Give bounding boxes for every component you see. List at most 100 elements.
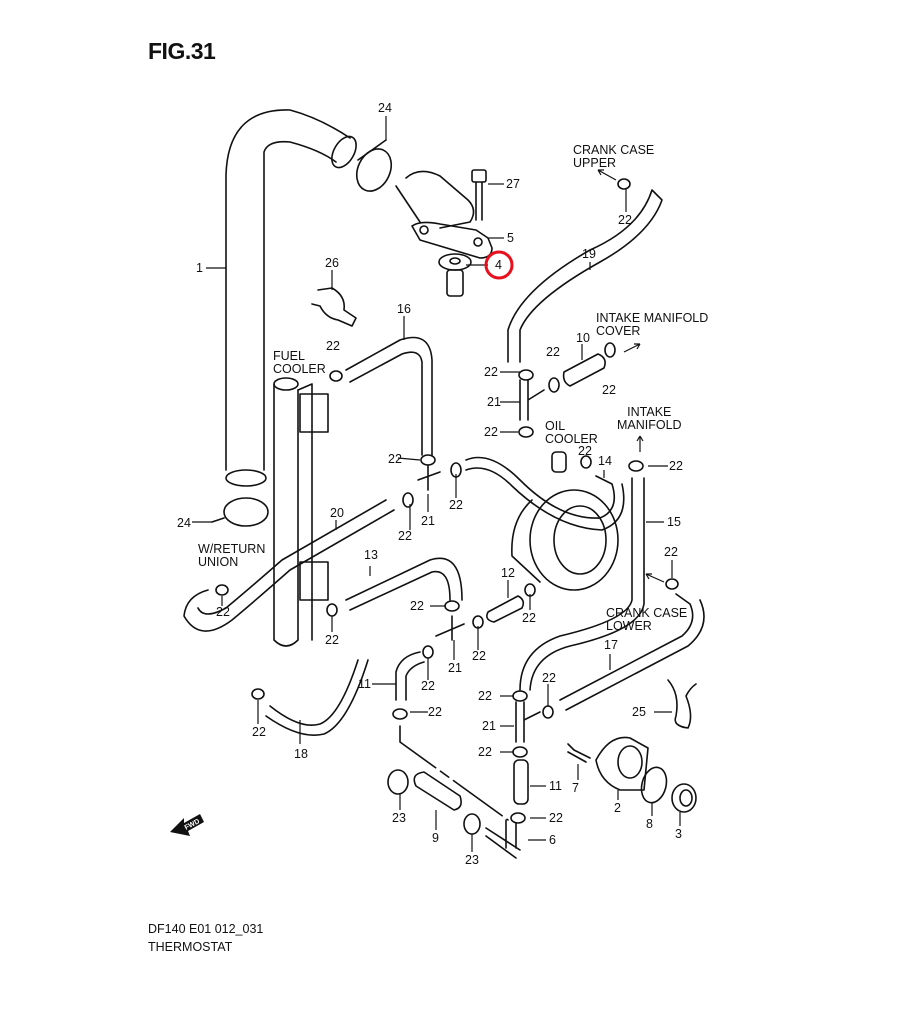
thermostat-part-4 bbox=[438, 253, 472, 297]
callout-11-a[interactable]: 11 bbox=[358, 677, 371, 691]
callout-21-c[interactable]: 21 bbox=[448, 661, 462, 675]
callout-17[interactable]: 17 bbox=[604, 638, 618, 652]
callout-24-upper[interactable]: 24 bbox=[378, 101, 392, 115]
callout-22[interactable]: 22 bbox=[669, 459, 683, 473]
note-intake-manifold: INTAKE MANIFOLD bbox=[617, 405, 682, 432]
dashed-connection-line bbox=[399, 725, 509, 821]
callout-22[interactable]: 22 bbox=[546, 345, 560, 359]
callout-6[interactable]: 6 bbox=[549, 833, 556, 847]
callout-4[interactable]: 4 bbox=[495, 258, 502, 272]
hose-part-10 bbox=[562, 353, 606, 387]
hose-part-15 bbox=[519, 477, 645, 691]
callout-22[interactable]: 22 bbox=[522, 611, 536, 625]
callout-22[interactable]: 22 bbox=[472, 649, 486, 663]
callout-9[interactable]: 9 bbox=[432, 831, 439, 845]
hose-part-20 bbox=[183, 499, 395, 632]
callout-3[interactable]: 3 bbox=[675, 827, 682, 841]
fitting-part-6 bbox=[485, 819, 521, 859]
callout-22[interactable]: 22 bbox=[484, 425, 498, 439]
leader-lines bbox=[192, 116, 681, 852]
hose-part-11-b bbox=[513, 759, 529, 805]
callout-22[interactable]: 22 bbox=[478, 689, 492, 703]
highlight-circle-part-4[interactable] bbox=[484, 250, 514, 280]
clip-part-26 bbox=[311, 287, 357, 327]
fuel-cooler-body bbox=[273, 377, 329, 647]
tee-fitting-part-21-a bbox=[519, 379, 545, 421]
callout-10[interactable]: 10 bbox=[576, 331, 590, 345]
note-w-return-union: W/RETURN UNION bbox=[198, 542, 266, 569]
thermostat-cover-part-5 bbox=[395, 170, 493, 259]
callout-16[interactable]: 16 bbox=[397, 302, 411, 316]
callout-22[interactable]: 22 bbox=[578, 444, 592, 458]
callout-22[interactable]: 22 bbox=[542, 671, 556, 685]
callout-1[interactable]: 1 bbox=[196, 261, 203, 275]
hose-part-16 bbox=[345, 336, 433, 456]
hose-part-12 bbox=[486, 595, 525, 623]
callout-7[interactable]: 7 bbox=[572, 781, 579, 795]
svg-text:FWD: FWD bbox=[184, 818, 201, 832]
hose-part-9 bbox=[413, 771, 462, 811]
callout-15[interactable]: 15 bbox=[667, 515, 681, 529]
callout-13[interactable]: 13 bbox=[364, 548, 378, 562]
callout-22[interactable]: 22 bbox=[388, 452, 402, 466]
hose-part-1 bbox=[225, 109, 357, 487]
callout-26[interactable]: 26 bbox=[325, 256, 339, 270]
callout-22[interactable]: 22 bbox=[410, 599, 424, 613]
callout-22[interactable]: 22 bbox=[484, 365, 498, 379]
note-intake-manifold-cover: INTAKE MANIFOLD COVER bbox=[596, 311, 709, 338]
hose-part-11-a bbox=[395, 651, 425, 701]
cap-part-3 bbox=[671, 783, 697, 813]
callout-21-a[interactable]: 21 bbox=[487, 395, 501, 409]
tee-fitting-part-21-d bbox=[515, 701, 541, 743]
callout-19[interactable]: 19 bbox=[582, 247, 596, 261]
note-crank-case-upper: CRANK CASE UPPER bbox=[573, 143, 655, 170]
callout-14[interactable]: 14 bbox=[598, 454, 612, 468]
tee-fitting-part-21-c bbox=[435, 615, 465, 641]
callout-11-b[interactable]: 11 bbox=[549, 779, 562, 793]
note-crank-case-lower: CRANK CASE LOWER bbox=[606, 606, 688, 633]
callout-22[interactable]: 22 bbox=[449, 498, 463, 512]
callout-22[interactable]: 22 bbox=[618, 213, 632, 227]
callout-22[interactable]: 22 bbox=[216, 605, 230, 619]
callout-21-b[interactable]: 21 bbox=[421, 514, 435, 528]
callout-2[interactable]: 2 bbox=[614, 801, 621, 815]
direction-arrows bbox=[597, 169, 665, 583]
clamp-part-22-group bbox=[215, 178, 679, 824]
callout-27[interactable]: 27 bbox=[506, 177, 520, 191]
hose-part-19 bbox=[507, 189, 663, 363]
clamp-part-23-b bbox=[463, 813, 481, 835]
callout-22[interactable]: 22 bbox=[428, 705, 442, 719]
callout-22[interactable]: 22 bbox=[478, 745, 492, 759]
callout-22[interactable]: 22 bbox=[602, 383, 616, 397]
callout-12[interactable]: 12 bbox=[501, 566, 515, 580]
bolt-part-7 bbox=[567, 743, 591, 763]
callout-22[interactable]: 22 bbox=[252, 725, 266, 739]
hose-part-14 bbox=[465, 456, 625, 531]
callout-22[interactable]: 22 bbox=[326, 339, 340, 353]
callout-23-b[interactable]: 23 bbox=[465, 853, 479, 867]
callout-22[interactable]: 22 bbox=[398, 529, 412, 543]
clip-part-25 bbox=[667, 679, 697, 729]
callout-25[interactable]: 25 bbox=[632, 705, 646, 719]
callout-24-lower[interactable]: 24 bbox=[177, 516, 191, 530]
callout-22[interactable]: 22 bbox=[664, 545, 678, 559]
figure-code: DF140 E01 012_031 bbox=[148, 922, 264, 936]
callout-18[interactable]: 18 bbox=[294, 747, 308, 761]
callout-8[interactable]: 8 bbox=[646, 817, 653, 831]
callout-20[interactable]: 20 bbox=[330, 506, 344, 520]
housing-part-2 bbox=[595, 736, 649, 791]
figure-name: THERMOSTAT bbox=[148, 940, 233, 954]
o-ring-part-8 bbox=[640, 766, 668, 804]
callout-23-a[interactable]: 23 bbox=[392, 811, 406, 825]
callout-22[interactable]: 22 bbox=[325, 633, 339, 647]
callout-22[interactable]: 22 bbox=[549, 811, 563, 825]
callout-22[interactable]: 22 bbox=[421, 679, 435, 693]
callout-5[interactable]: 5 bbox=[507, 231, 514, 245]
figure-title: FIG.31 bbox=[148, 38, 216, 64]
callout-21-d[interactable]: 21 bbox=[482, 719, 496, 733]
oil-cooler-body bbox=[511, 451, 619, 591]
note-fuel-cooler: FUEL COOLER bbox=[273, 349, 326, 376]
hose-part-18 bbox=[265, 659, 369, 736]
bolt-part-27 bbox=[471, 169, 487, 221]
